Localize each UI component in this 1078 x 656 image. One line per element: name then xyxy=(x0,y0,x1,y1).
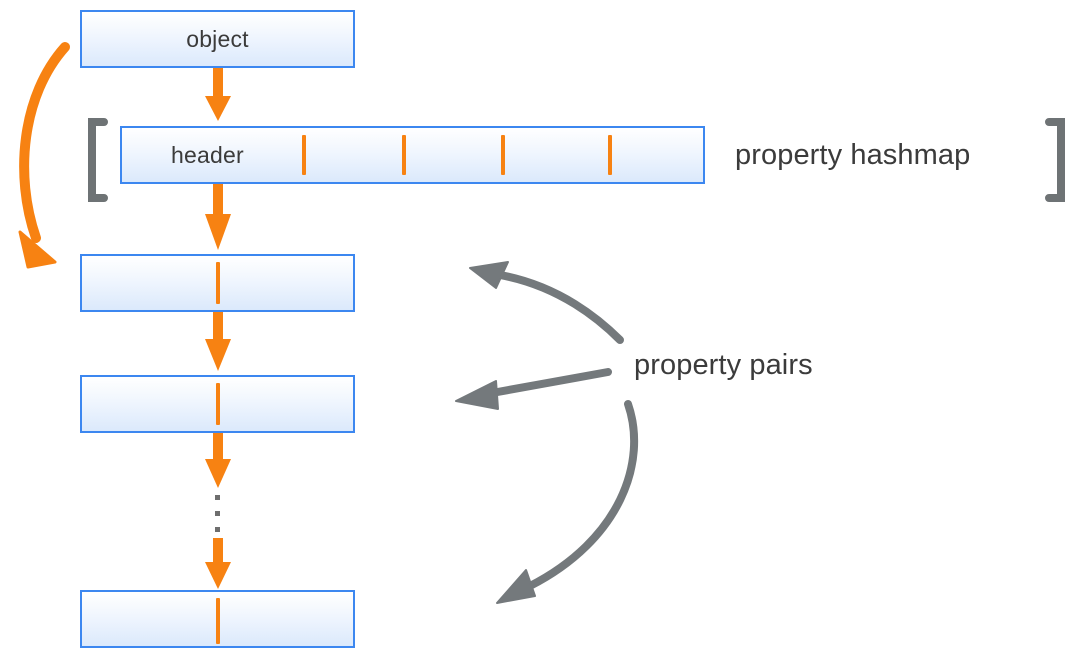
orange-down-arrow-2 xyxy=(205,184,231,250)
hashmap-header-label: header xyxy=(171,141,244,168)
object-box[interactable]: object xyxy=(80,10,355,68)
hashmap-tick-2 xyxy=(402,135,406,175)
orange-down-arrow-1 xyxy=(205,68,231,121)
property-pair-divider-last xyxy=(216,598,220,644)
ellipsis-dot-1 xyxy=(215,495,220,500)
property-pair-divider-1 xyxy=(216,262,220,304)
orange-down-arrow-3 xyxy=(205,312,231,371)
gray-callout-arrow-middle xyxy=(455,368,612,410)
gray-callout-arrow-lower xyxy=(496,400,639,604)
left-bracket xyxy=(88,118,108,202)
hashmap-tick-4 xyxy=(608,135,612,175)
property-hashmap-label: property hashmap xyxy=(735,139,971,171)
hashmap-tick-3 xyxy=(501,135,505,175)
property-pair-divider-2 xyxy=(216,383,220,425)
property-pairs-label: property pairs xyxy=(634,349,813,381)
ellipsis-dot-3 xyxy=(215,527,220,532)
orange-curved-arrow xyxy=(18,42,70,269)
object-box-label: object xyxy=(186,25,249,52)
hashmap-bar[interactable]: header xyxy=(120,126,705,184)
ellipsis-dot-2 xyxy=(215,511,220,516)
right-bracket xyxy=(1045,118,1065,202)
orange-down-arrow-5 xyxy=(205,538,231,589)
gray-callout-arrow-upper xyxy=(469,261,624,344)
hashmap-tick-1 xyxy=(302,135,306,175)
orange-down-arrow-4 xyxy=(205,433,231,488)
